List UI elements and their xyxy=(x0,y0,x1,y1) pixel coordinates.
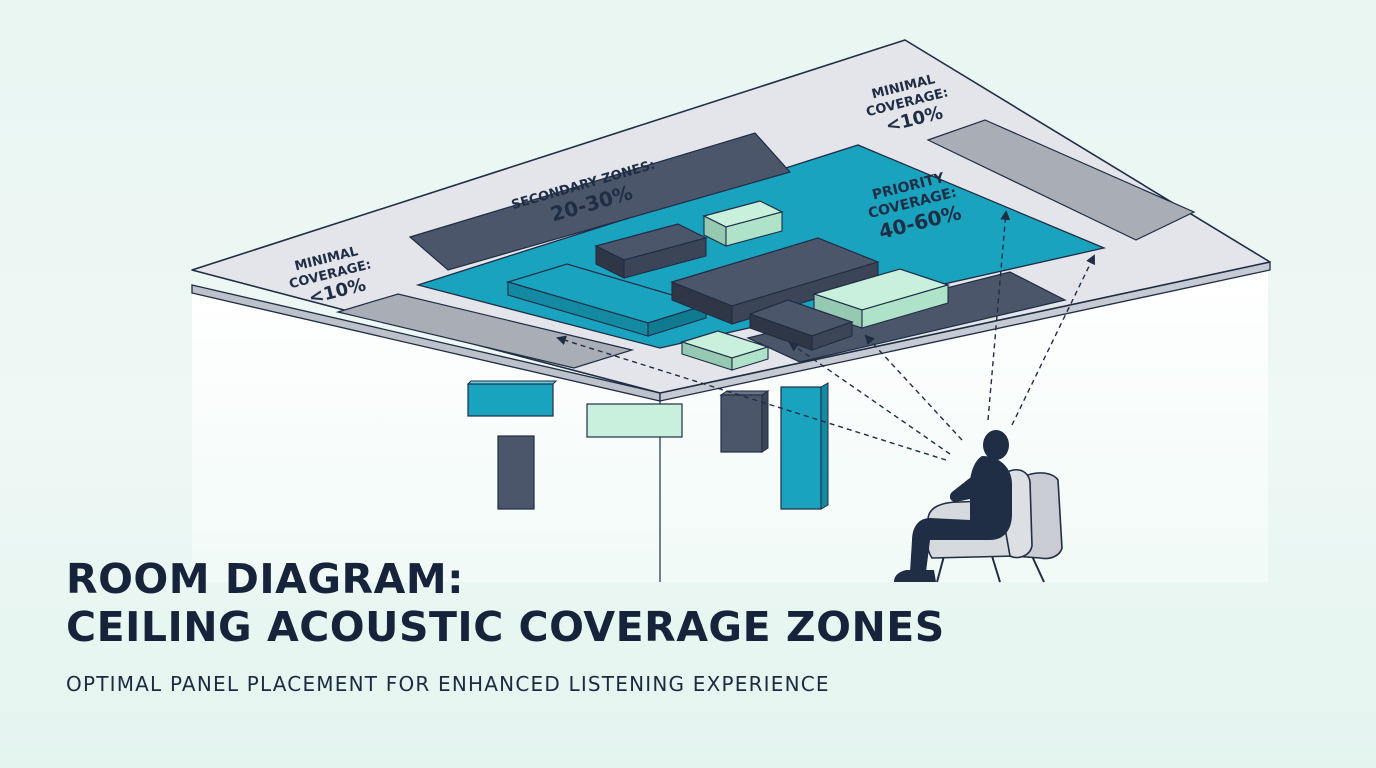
sound-path-arrow xyxy=(987,210,1011,421)
sound-path-arrow xyxy=(864,334,963,441)
ceiling-panel xyxy=(702,200,784,247)
page-subtitle: OPTIMAL PANEL PLACEMENT FOR ENHANCED LIS… xyxy=(66,672,830,696)
page-title-line-1: ROOM DIAGRAM: xyxy=(66,555,465,603)
wall-panel xyxy=(780,382,829,510)
minimal-coverage-strip-right xyxy=(926,119,1196,241)
ceiling-panel xyxy=(811,268,951,329)
seated-person-icon xyxy=(894,430,1012,582)
wall-panel xyxy=(466,380,558,417)
minimal-coverage-strip-left xyxy=(335,293,635,369)
sound-paths xyxy=(556,210,1095,461)
secondary-zone-strip xyxy=(408,132,792,271)
wall-panel xyxy=(497,435,535,510)
wall-panel xyxy=(586,403,683,438)
title-block: ROOM DIAGRAM: CEILING ACOUSTIC COVERAGE … xyxy=(66,555,1316,697)
sound-path-arrow xyxy=(556,335,947,461)
ceiling-panel xyxy=(748,299,854,351)
wall-panel xyxy=(719,390,770,453)
ceiling-panel xyxy=(594,223,708,279)
sound-path-arrow xyxy=(1011,254,1095,426)
page-title-line-2: CEILING ACOUSTIC COVERAGE ZONES xyxy=(66,603,945,651)
minimal-coverage-label-right: MINIMAL COVERAGE: <10% xyxy=(860,65,960,141)
ceiling-panel xyxy=(679,330,771,371)
sound-path-arrow xyxy=(788,341,951,455)
